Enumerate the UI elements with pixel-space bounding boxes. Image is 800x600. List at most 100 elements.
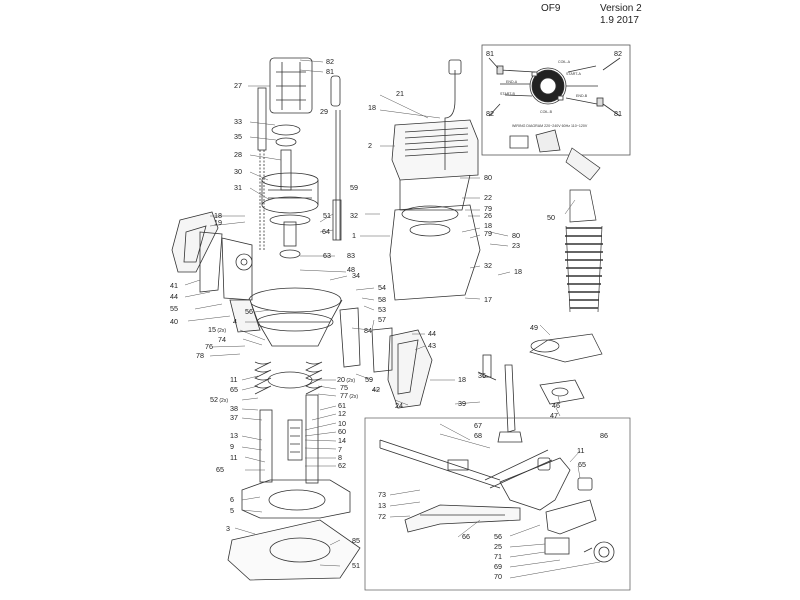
callout-2: 2	[368, 142, 372, 150]
callout-69: 69	[494, 563, 502, 571]
wiring-diagram-title: WIRING DIAGRAM 220~240V 60Hz 110~120V	[512, 124, 588, 128]
callout-number: 73	[378, 490, 386, 499]
callout-58: 58	[378, 296, 386, 304]
callout-22: 22	[484, 194, 492, 202]
callout-11: 11	[577, 447, 584, 455]
callout-number: 11	[230, 375, 238, 384]
callout-number: 9	[230, 442, 234, 451]
callout-23: 23	[512, 242, 520, 250]
callout-number: 72	[378, 512, 386, 521]
callout-18: 18	[514, 268, 522, 276]
callout-number: 40	[170, 317, 178, 326]
callout-34: 34	[352, 272, 360, 280]
callout-36: 36	[478, 372, 486, 380]
callout-44: 44	[170, 293, 178, 301]
callout-28: 28	[234, 151, 242, 159]
callout-number: 17	[484, 295, 492, 304]
callout-79: 79	[484, 230, 492, 238]
callout-number: 43	[428, 341, 436, 350]
callout-31: 31	[234, 184, 242, 192]
wiring-label: COIL-B	[540, 110, 552, 114]
callout-number: 33	[234, 117, 242, 126]
power-cord	[444, 59, 462, 170]
document-version: Version 2	[600, 3, 642, 14]
wiring-callout: 82	[486, 109, 494, 118]
callout-number: 48	[347, 265, 355, 274]
callout-13: 13	[378, 502, 386, 510]
callout-number: 34	[352, 271, 360, 280]
callout-3: 3	[226, 525, 230, 533]
callout-number: 83	[347, 251, 355, 260]
document-title: OF9	[541, 3, 561, 14]
callout-number: 38	[230, 404, 238, 413]
parallel-guide-inset	[364, 417, 631, 591]
callout-number: 71	[494, 552, 502, 561]
spring-rods	[330, 75, 342, 241]
callout-number: 84	[364, 326, 372, 335]
callout-12: 12	[338, 410, 346, 418]
wiring-label: END-B	[576, 94, 588, 98]
callout-26: 26	[484, 212, 492, 220]
callout-51: 51	[323, 212, 331, 220]
callout-number: 36	[478, 371, 486, 380]
callout-number: 79	[484, 229, 492, 238]
callout-46: 46	[552, 402, 560, 410]
callout-18: 18	[214, 212, 222, 220]
callout-number: 30	[234, 167, 242, 176]
collet-nut	[477, 354, 497, 381]
dust-adaptor-plate	[539, 379, 585, 405]
callout-number: 56	[494, 532, 502, 541]
callout-number: 81	[326, 67, 334, 76]
callout-number: 12	[338, 409, 346, 418]
callout-78: 78	[196, 352, 204, 360]
callout-1: 1	[352, 232, 356, 240]
callout-number: 57	[378, 315, 386, 324]
dust-extraction-hose	[529, 147, 603, 363]
callout-number: 47	[550, 411, 558, 420]
callout-number: 44	[170, 292, 178, 301]
callout-83: 83	[347, 252, 355, 260]
callout-number: 82	[326, 57, 334, 66]
callout-number: 18	[484, 221, 492, 230]
armature-assembly	[257, 57, 319, 259]
callout-75: 75	[340, 384, 348, 392]
callout-number: 19	[214, 218, 222, 227]
callout-18: 18	[484, 222, 492, 230]
callout-quantity: (2x)	[345, 378, 355, 384]
callout-51: 51	[352, 562, 360, 570]
callout-4: 4	[233, 318, 237, 326]
callout-number: 15	[208, 325, 216, 334]
callout-56: 56	[494, 533, 502, 541]
callout-49: 49	[530, 324, 538, 332]
callout-number: 18	[458, 375, 466, 384]
callout-20: 20 (2x)	[337, 376, 355, 385]
guide-columns	[259, 394, 319, 484]
callout-80: 80	[484, 174, 492, 182]
router-base-housing	[229, 287, 343, 347]
wiring-callout: 82	[614, 49, 622, 58]
callout-number: 85	[352, 536, 360, 545]
wiring-label: END-A	[506, 80, 518, 84]
callout-70: 70	[494, 573, 502, 581]
callout-number: 76	[205, 342, 213, 351]
callout-66: 66	[462, 533, 470, 541]
callout-number: 26	[484, 211, 492, 220]
callout-37: 37	[230, 414, 238, 422]
callout-number: 70	[494, 572, 502, 581]
callout-number: 23	[512, 241, 520, 250]
callout-number: 78	[196, 351, 204, 360]
callout-72: 72	[378, 513, 386, 521]
callout-number: 1	[352, 231, 356, 240]
callout-number: 8	[338, 453, 342, 462]
callout-65: 65	[230, 386, 238, 394]
callout-14: 14	[338, 437, 346, 445]
callout-number: 32	[350, 211, 358, 220]
callout-number: 65	[578, 460, 586, 469]
callout-number: 52	[210, 395, 218, 404]
callout-29: 29	[320, 108, 328, 116]
callout-77: 77 (2x)	[340, 392, 358, 401]
callout-number: 68	[474, 431, 482, 440]
callout-63: 63	[323, 252, 331, 260]
wiring-label: COIL-A	[558, 60, 570, 64]
callout-number: 18	[368, 103, 376, 112]
